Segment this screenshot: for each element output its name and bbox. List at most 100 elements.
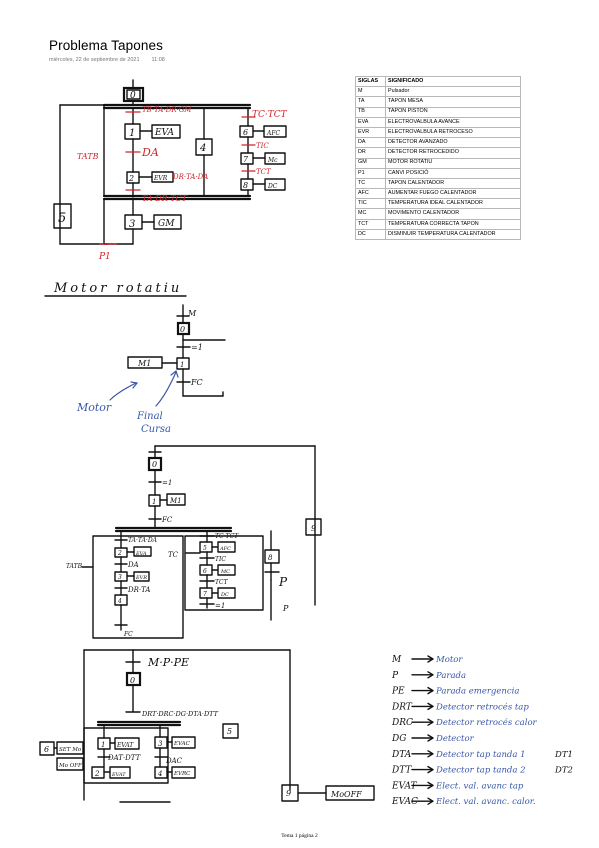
svg-text:SET Mo: SET Mo [59, 747, 82, 753]
svg-text:EVA: EVA [135, 551, 147, 557]
svg-text:2: 2 [128, 174, 134, 183]
grafcet-diagram-3-labels: 0 =1 1 M1 FC TA·TA·DA 2 EVA DA 3 EVR DR·… [66, 460, 316, 638]
svg-text:4: 4 [117, 598, 122, 605]
svg-text:TATB: TATB [77, 152, 99, 161]
legend-arrow-head [427, 686, 434, 695]
note-final: Final [136, 411, 163, 422]
svg-text:1: 1 [101, 741, 105, 749]
svg-text:P: P [278, 575, 288, 589]
svg-text:0: 0 [130, 676, 135, 685]
page-date: miércoles, 22 de septiembre de 2021 [49, 57, 140, 63]
svg-text:=1: =1 [191, 343, 203, 352]
svg-text:EVAT: EVAT [111, 772, 126, 778]
legend-arrow-head [427, 797, 434, 805]
svg-text:M·P·PE: M·P·PE [147, 656, 189, 669]
legend-meaning: Parada emergencia [435, 687, 519, 697]
grafcet-diagram-2-labels: M 0 =1 1 M1 FC Motor Final Cursa [76, 309, 203, 435]
svg-text:6: 6 [243, 128, 248, 137]
svg-text:TCT: TCT [256, 168, 272, 176]
svg-text:0: 0 [180, 325, 185, 334]
svg-text:DC: DC [267, 183, 278, 190]
legend-key: DTA [391, 750, 412, 760]
grafcet-diagram-4 [39, 649, 375, 803]
motor-rotatiu-heading: Motor rotatiu [44, 281, 187, 297]
svg-text:0: 0 [130, 91, 136, 101]
svg-text:DAT·DTT: DAT·DTT [107, 754, 142, 762]
svg-text:M1: M1 [137, 359, 151, 368]
svg-text:=1: =1 [215, 602, 225, 610]
svg-text:1: 1 [129, 128, 135, 139]
legend-key: DG [391, 734, 406, 744]
diagram4-dac-label: DAC [165, 757, 183, 765]
legend-arrow-head [427, 781, 434, 790]
svg-text:MC: MC [220, 569, 230, 575]
svg-text:TA·TA·DA: TA·TA·DA [128, 537, 158, 544]
svg-text:2: 2 [94, 770, 100, 778]
legend-key: EVAT [391, 781, 417, 791]
legend-item: DG Detector [391, 734, 475, 744]
svg-text:1: 1 [180, 361, 184, 369]
legend-meaning: Motor [435, 655, 463, 665]
legend-arrow-head [427, 671, 434, 679]
page-time: 11:08 [151, 57, 165, 63]
legend-meaning: Parada [435, 671, 466, 681]
svg-text:AFC: AFC [266, 130, 280, 137]
svg-text:=1: =1 [162, 479, 172, 487]
grafcet-diagram-3 [81, 445, 322, 639]
svg-text:4: 4 [157, 770, 162, 778]
svg-text:EVRC: EVRC [173, 771, 191, 777]
legend-key: M [391, 655, 402, 665]
svg-text:FC: FC [190, 378, 203, 387]
svg-text:TA·DR·TCT: TA·DR·TCT [142, 194, 188, 203]
svg-text:3: 3 [118, 574, 122, 581]
legend-meaning: Elect. val. avanc tap [435, 781, 524, 791]
svg-text:6: 6 [203, 568, 207, 575]
svg-text:9: 9 [286, 789, 291, 798]
svg-text:4: 4 [199, 143, 206, 154]
legend-arrow-head [427, 702, 434, 711]
legend-arrow-head [427, 765, 434, 774]
svg-text:DR·TA: DR·TA [127, 586, 150, 594]
svg-text:1: 1 [152, 498, 156, 506]
page-footer: Tema 1 página 2 [281, 833, 318, 839]
grafcet-diagram-2 [109, 304, 226, 407]
svg-text:Mo OFF: Mo OFF [58, 763, 82, 769]
svg-text:TIC: TIC [215, 556, 226, 563]
legend-item: P Parada [391, 671, 466, 681]
legend-key: PE [391, 687, 405, 697]
svg-text:M: M [187, 309, 197, 318]
svg-text:5: 5 [203, 545, 207, 552]
note-cursa: Cursa [141, 424, 171, 435]
svg-text:TIC: TIC [256, 142, 269, 150]
svg-text:DRT·DRC·DG·DTA·DTT: DRT·DRC·DG·DTA·DTT [141, 710, 219, 718]
svg-text:M1: M1 [169, 497, 182, 505]
legend-meaning: Detector [435, 734, 475, 744]
svg-text:DA: DA [127, 561, 139, 569]
svg-text:2: 2 [117, 550, 122, 557]
legend-key: DRC [391, 718, 413, 728]
legend-extra: DT1 [554, 750, 573, 760]
legend-item: EVAT Elect. val. avanc tap [391, 781, 524, 791]
legend-arrow-head [427, 718, 434, 726]
legend-meaning: Detector retrocés tap [435, 701, 529, 712]
page-title: Problema Tapones [49, 38, 163, 53]
svg-text:Mc: Mc [267, 157, 278, 164]
svg-text:TC·TCT: TC·TCT [215, 533, 239, 540]
svg-text:7: 7 [243, 155, 249, 164]
grafcet-diagram-1 [53, 79, 287, 245]
svg-text:Motor: Motor [76, 401, 112, 414]
svg-text:EVAT: EVAT [116, 742, 134, 749]
svg-text:0: 0 [152, 460, 157, 469]
diagram3-p-lower: P [282, 604, 289, 613]
legend-key: P [391, 671, 399, 681]
svg-text:DR·TA·DA: DR·TA·DA [172, 173, 208, 181]
svg-text:6: 6 [44, 745, 49, 754]
